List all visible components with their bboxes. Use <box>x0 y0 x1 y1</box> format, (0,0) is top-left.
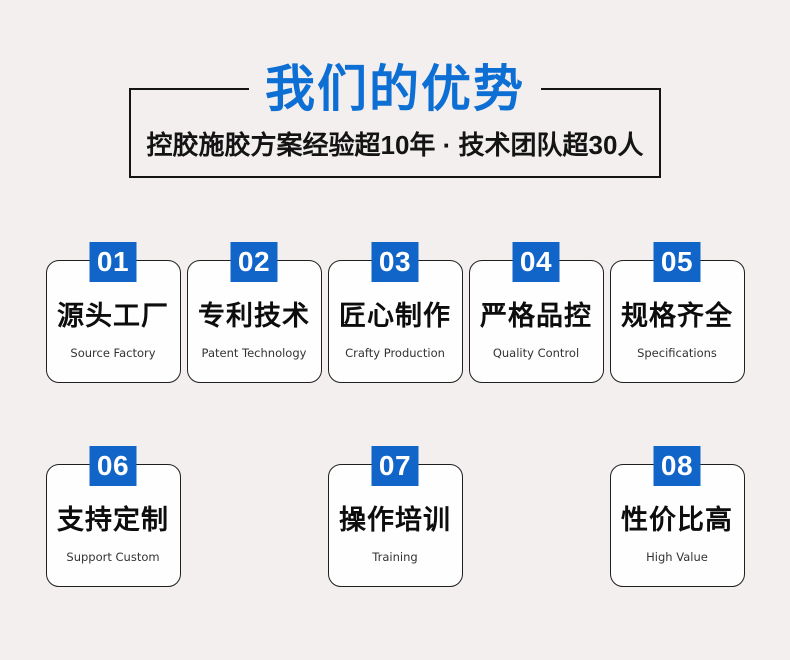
advantage-card-01: 01 源头工厂 Source Factory <box>45 242 181 383</box>
card-title: 支持定制 <box>57 505 169 535</box>
card-number-badge: 06 <box>89 446 137 486</box>
card-title: 规格齐全 <box>621 301 733 331</box>
card-number-badge: 05 <box>653 242 701 282</box>
card-number-badge: 08 <box>653 446 701 486</box>
card-subtitle-en: High Value <box>646 550 708 564</box>
advantage-card-04: 04 严格品控 Quality Control <box>468 242 604 383</box>
card-subtitle-en: Training <box>372 550 418 564</box>
card-number-badge: 03 <box>371 242 419 282</box>
card-number-badge: 04 <box>512 242 560 282</box>
card-title: 源头工厂 <box>57 301 169 331</box>
card-subtitle-en: Support Custom <box>66 550 160 564</box>
advantage-card-05: 05 规格齐全 Specifications <box>609 242 745 383</box>
card-title: 匠心制作 <box>339 301 451 331</box>
header-subtitle-box: 我们的优势 控胶施胶方案经验超10年 · 技术团队超30人 <box>129 62 661 178</box>
card-subtitle-en: Quality Control <box>492 346 580 360</box>
section-subtitle: 控胶施胶方案经验超10年 · 技术团队超30人 <box>146 130 644 160</box>
advantage-card-02: 02 专利技术 Patent Technology <box>186 242 322 383</box>
card-number-badge: 02 <box>230 242 278 282</box>
card-title: 专利技术 <box>198 301 310 331</box>
advantage-card-07: 07 操作培训 Training <box>327 446 463 587</box>
card-title: 严格品控 <box>480 301 592 331</box>
advantage-cards-grid: 01 源头工厂 Source Factory 02 专利技术 Patent Te… <box>45 242 745 587</box>
card-subtitle-en: Crafty Production <box>345 346 445 360</box>
advantage-card-06: 06 支持定制 Support Custom <box>45 446 181 587</box>
card-subtitle-en: Patent Technology <box>201 346 307 360</box>
card-number-badge: 07 <box>371 446 419 486</box>
card-title: 性价比高 <box>621 505 733 535</box>
card-number-badge: 01 <box>89 242 137 282</box>
advantage-card-03: 03 匠心制作 Crafty Production <box>327 242 463 383</box>
card-subtitle-en: Source Factory <box>70 346 156 360</box>
advantage-card-08: 08 性价比高 High Value <box>609 446 745 587</box>
card-subtitle-en: Specifications <box>637 346 717 360</box>
section-title: 我们的优势 <box>249 62 541 116</box>
card-title: 操作培训 <box>339 505 451 535</box>
